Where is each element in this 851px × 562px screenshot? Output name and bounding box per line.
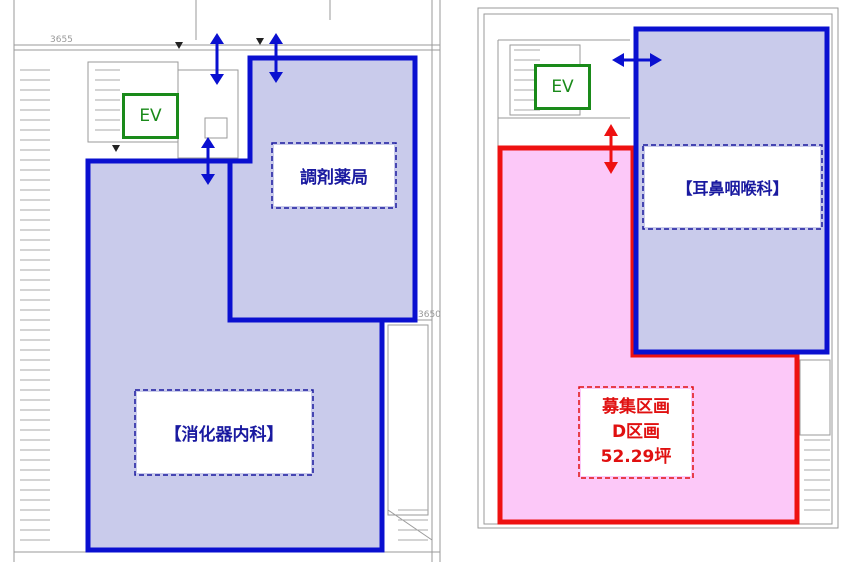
left-access-arrows xyxy=(201,33,283,185)
vacancy-label: 募集区画 D区画 52.29坪 xyxy=(581,389,691,476)
left-ev-label: EV xyxy=(122,93,179,139)
left-arrow-top-1 xyxy=(210,33,224,85)
gastro-label: 【消化器内科】 xyxy=(137,392,311,473)
left-dim-right: 3650 xyxy=(418,310,441,320)
right-stair-hatching xyxy=(514,49,830,511)
right-arrow-horizontal xyxy=(612,53,662,67)
pharmacy-label: 調剤薬局 xyxy=(274,145,394,206)
left-stair-hatching xyxy=(20,69,428,541)
left-arrow-mid xyxy=(201,137,215,185)
right-access-arrows xyxy=(604,53,662,174)
label-frames xyxy=(134,142,823,479)
vacancy-title: 募集区画 xyxy=(602,397,670,417)
vacancy-area-size: 52.29坪 xyxy=(600,447,672,467)
left-dim-top: 3655 xyxy=(50,35,73,45)
right-ev-label: EV xyxy=(534,64,591,110)
right-arrow-vertical xyxy=(604,124,618,174)
left-arrow-top-2 xyxy=(269,33,283,83)
vacancy-area-d xyxy=(497,145,800,525)
vacancy-section: D区画 xyxy=(611,422,661,442)
ent-label: 【耳鼻咽喉科】 xyxy=(645,147,820,227)
left-door-markers xyxy=(112,38,264,152)
